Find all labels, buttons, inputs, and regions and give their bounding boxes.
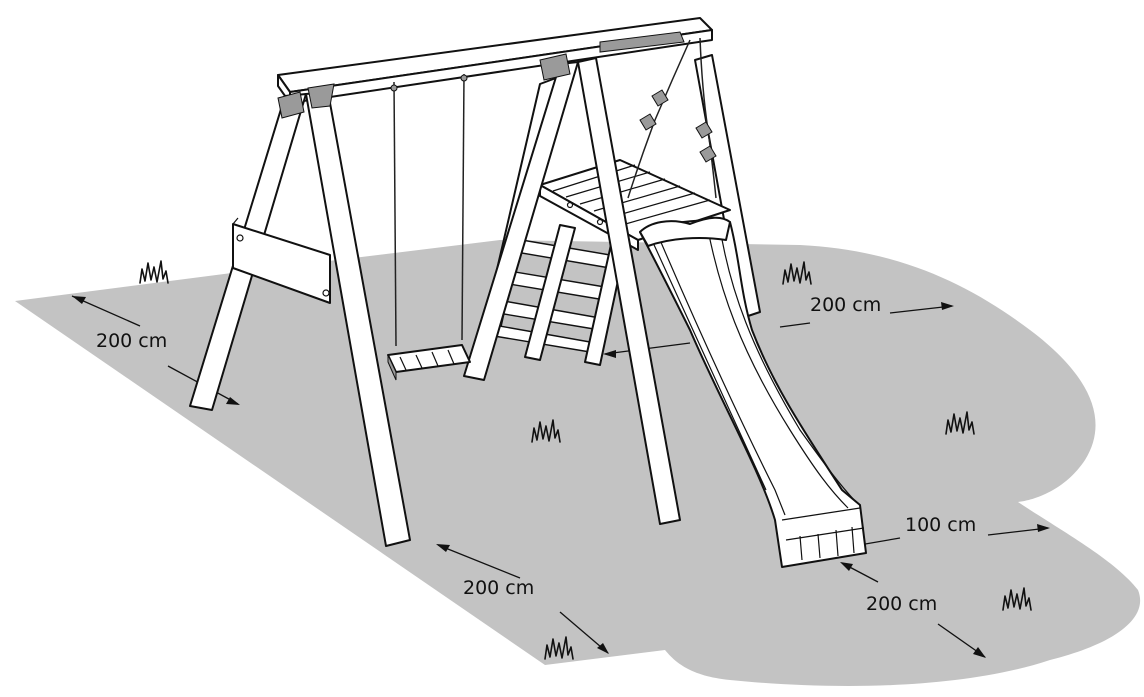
- grass-icon: [139, 260, 169, 284]
- slide: [639, 216, 867, 568]
- dimension-label-right-top: 200 cm: [810, 294, 881, 316]
- dimension-label-left: 200 cm: [96, 330, 167, 352]
- swing-set: [189, 17, 761, 547]
- dimension-label-slide-end: 200 cm: [866, 593, 937, 615]
- dimension-label-front-left: 200 cm: [463, 577, 534, 599]
- dimension-label-slide-side: 100 cm: [905, 514, 976, 536]
- safety-zone-area: [15, 240, 1141, 686]
